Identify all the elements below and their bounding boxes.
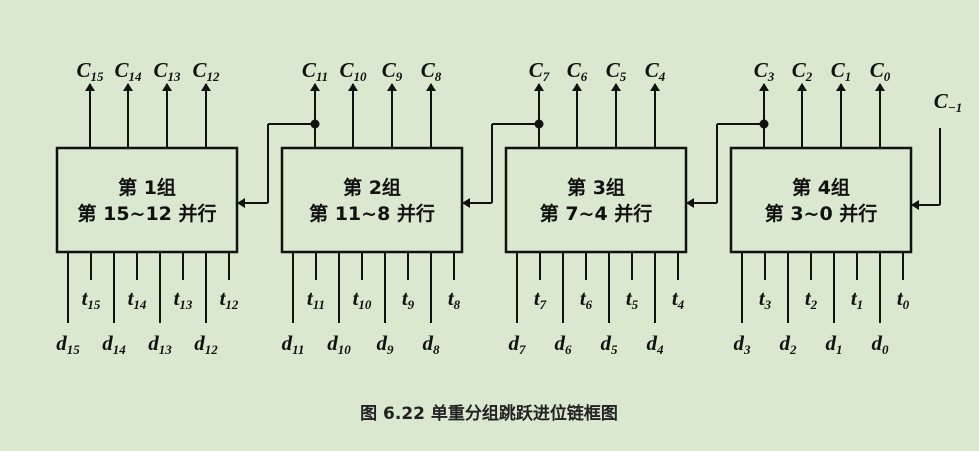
carry-output-label: C2 [792,58,813,84]
d-input-label: d6 [555,331,573,357]
d-input-label: d13 [148,331,172,357]
t-input-label: t12 [220,286,239,312]
d-input-label: d15 [56,331,80,357]
carry-output-label: C11 [302,58,328,84]
carry-output-label: C12 [192,58,220,84]
carry-output-label: C10 [339,58,367,84]
carry-output-label: C6 [567,58,588,84]
group-1-range: 第 15~12 并行 [77,202,216,225]
t-input-label: t14 [128,286,147,312]
carry-output-label: C5 [606,58,627,84]
t-input-label: t3 [759,286,772,312]
carry-output-label: C4 [645,58,666,84]
d-input-label: d12 [194,331,218,357]
group-1-box [55,146,239,254]
figure-caption: 图 6.22 单重分组跳跃进位链框图 [360,403,618,424]
d-input-label: d9 [377,331,395,357]
t-input-label: t11 [307,286,325,312]
t-input-label: t0 [897,286,910,312]
carry-output-label: C3 [754,58,775,84]
group-3-title: 第 3组 [567,176,625,199]
group-4-box [729,146,913,254]
t-input-label: t9 [402,286,415,312]
carry-output-label: C0 [870,58,891,84]
d-input-label: d0 [872,331,890,357]
group-3-range: 第 7~4 并行 [540,202,653,225]
t-input-label: t5 [626,286,639,312]
carry-output-label: C15 [76,58,104,84]
t-input-label: t2 [805,286,818,312]
carry-in-label: C−1 [934,89,962,115]
t-input-label: t10 [353,286,372,312]
carry-output-label: C14 [114,58,142,84]
carry-output-label: C1 [831,58,852,84]
d-input-label: d8 [423,331,441,357]
d-input-label: d7 [509,331,527,357]
d-input-label: d11 [282,331,305,357]
t-input-label: t4 [672,286,685,312]
d-input-label: d4 [647,331,665,357]
group-1-title: 第 1组 [118,176,176,199]
t-input-label: t7 [534,286,547,312]
d-input-label: d3 [734,331,752,357]
d-input-label: d2 [780,331,798,357]
d-input-label: d10 [327,331,351,357]
t-input-label: t8 [448,286,461,312]
carry-output-label: C7 [529,58,550,84]
group-2-box [280,146,464,254]
group-4-range: 第 3~0 并行 [765,202,878,225]
d-input-label: d1 [826,331,843,357]
t-input-label: t13 [174,286,193,312]
t-input-label: t1 [851,286,863,312]
group-3-box [504,146,688,254]
d-input-label: d5 [601,331,619,357]
carry-output-label: C13 [153,58,181,84]
t-input-label: t15 [82,286,101,312]
group-2-range: 第 11~8 并行 [309,202,435,225]
group-2-title: 第 2组 [343,176,401,199]
group-4-title: 第 4组 [792,176,850,199]
d-input-label: d14 [102,331,126,357]
carry-output-label: C9 [382,58,403,84]
t-input-label: t6 [580,286,593,312]
carry-output-label: C8 [421,58,442,84]
